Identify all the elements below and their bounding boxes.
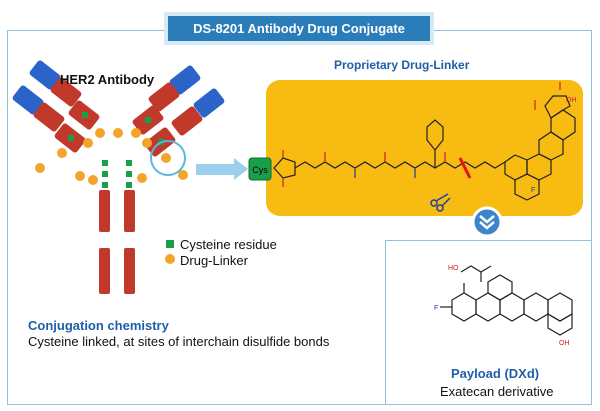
green-square-icon [166,240,174,248]
drug-linker-label: Proprietary Drug-Linker [334,58,470,72]
conjugation-site-highlight [150,140,186,176]
svg-text:OH: OH [566,97,577,104]
light-chain-right-inner [171,88,225,136]
light-chain-right-outer [148,65,201,112]
light-chain-left-inner [12,85,65,132]
svg-text:F: F [434,305,438,312]
drug-linker-panel [266,80,583,216]
payload-subtitle: Exatecan derivative [440,384,554,399]
orange-circle-icon [165,254,175,264]
drug-linker-atom-labels: F OH [531,97,577,194]
heavy-chain-left-arm [54,100,100,153]
cys-label: Cys [252,165,268,175]
legend-cysteine-label: Cysteine residue [180,237,277,252]
antibody-label: HER2 Antibody [60,72,155,87]
drug-linker-dots [35,128,188,185]
conjugation-description: Cysteine linked, at sites of interchain … [28,334,330,349]
chevron-down-icon [471,206,503,238]
light-chain-left-outer [29,60,82,107]
cys-tag: Cys [248,157,272,181]
conjugation-title: Conjugation chemistry [28,318,169,333]
payload-title: Payload (DXd) [451,366,540,381]
payload-structure [440,265,573,336]
heavy-chain-stem-left [99,190,110,294]
legend-drug-linker-label: Drug-Linker [180,253,248,268]
scissors-icon [430,193,451,212]
arrow-to-linker [196,158,248,180]
svg-text:OH: OH [559,340,570,347]
svg-text:HO: HO [448,265,459,272]
heavy-chain-stem-right [124,190,135,294]
svg-text:F: F [531,187,535,194]
payload-panel [385,240,592,405]
drug-linker-structure [273,82,576,201]
payload-atom-labels: HO F OH [434,265,570,347]
diagram-title: DS-8201 Antibody Drug Conjugate [164,12,434,45]
